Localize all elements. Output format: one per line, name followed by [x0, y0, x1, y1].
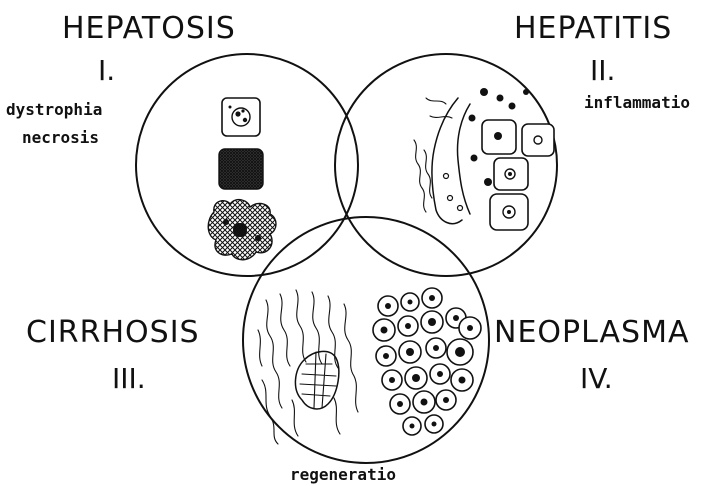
cirrhosis-neoplasma-circle — [243, 217, 489, 463]
hepatitis-note-inflammatio: inflammatio — [584, 93, 690, 112]
hepatosis-note-dystrophia: dystrophia — [6, 100, 102, 119]
neoplasma-numeral: IV. — [580, 362, 613, 395]
hepatitis-inflammation-illustration — [414, 88, 554, 230]
hepatosis-numeral: I. — [98, 54, 115, 87]
regeneratio-label: regeneratio — [290, 465, 396, 484]
hepatosis-note-necrosis: necrosis — [22, 128, 99, 147]
hepatitis-title: HEPATITIS — [514, 11, 672, 46]
cirrhosis-numeral: III. — [112, 362, 146, 395]
neoplasma-title: NEOPLASMA — [494, 315, 689, 350]
hepatosis-cells-illustration — [208, 98, 276, 260]
hepatosis-title: HEPATOSIS — [62, 11, 236, 46]
hepatitis-numeral: II. — [590, 54, 615, 87]
cirrhosis-title: CIRRHOSIS — [26, 315, 200, 350]
